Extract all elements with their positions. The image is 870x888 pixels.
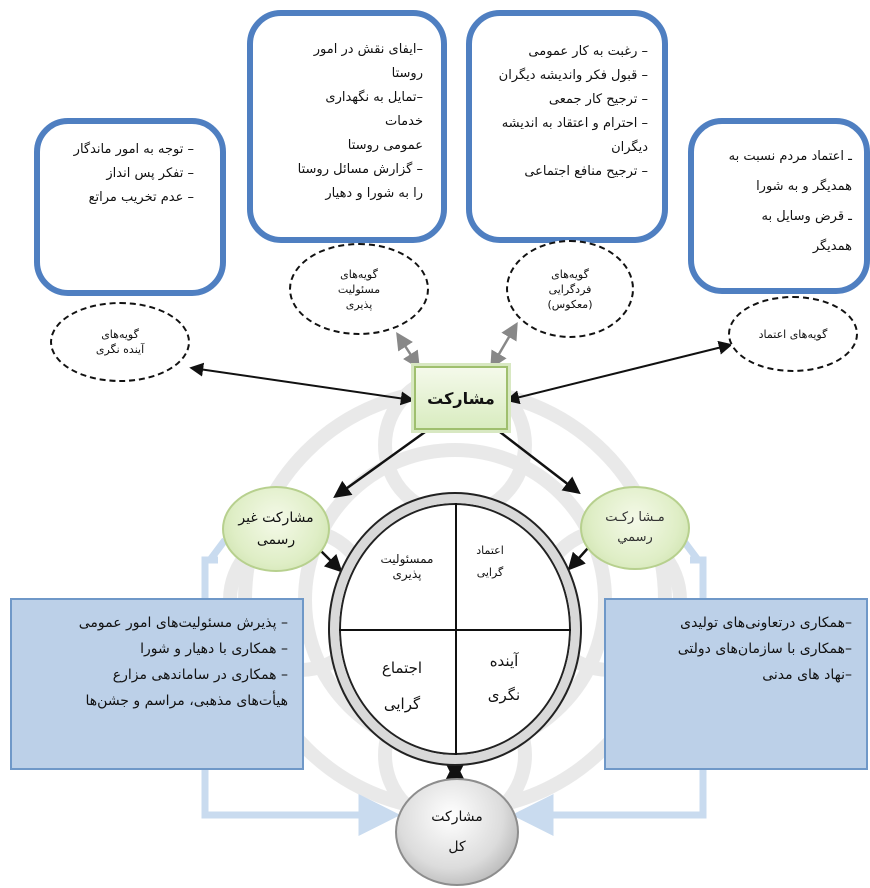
horizontal-divider	[339, 629, 571, 631]
responsibility-items-box: –ایفای نقش در امور روستا –تمایل به نگهدا…	[247, 10, 447, 243]
quadrant-sociality: اجتماع گرایی	[381, 659, 423, 713]
trust-items-box: ـ اعتماد مردم نسبت به همدیگر و به شورا ـ…	[688, 118, 870, 294]
quadrant-trust: اعتماد گرایی	[476, 544, 504, 579]
informal-activities-panel: – پذیرش مسئولیت‌های امور عمومی – همکاری …	[10, 598, 304, 770]
future-items-text: – توجه به امور ماندگار – تفکر پس انداز –…	[73, 142, 194, 205]
trust-ellipse-label: گویه‌های اعتماد	[758, 327, 828, 341]
future-items-ellipse: گویه‌های آینده نگری	[50, 302, 190, 382]
individualism-items-ellipse: گویه‌های فردگرایی (معکوس)	[506, 240, 634, 338]
future-items-box: – توجه به امور ماندگار – تفکر پس انداز –…	[34, 118, 226, 296]
future-ellipse-label: گویه‌های آینده نگری	[95, 328, 145, 356]
individualism-items-text: – رغبت به کار عمومی – قبول فکر واندیشه د…	[498, 44, 648, 179]
informal-participation-node: مشارکت غیر رسمی	[222, 486, 330, 572]
quadrant-future: آینده نگری	[487, 652, 521, 704]
participation-label: مشارکت	[427, 388, 495, 408]
informal-participation-label: مشارکت غیر رسمی	[238, 510, 314, 548]
total-participation-node: مشارکت کل	[395, 778, 519, 886]
responsibility-items-text: –ایفای نقش در امور روستا –تمایل به نگهدا…	[297, 42, 423, 201]
responsibility-items-ellipse: گویه‌های مسئولیت پذیری	[289, 243, 429, 335]
trust-items-ellipse: گویه‌های اعتماد	[728, 296, 858, 372]
participation-node: مشارکت	[414, 366, 508, 430]
individualism-ellipse-label: گویه‌های فردگرایی (معکوس)	[547, 267, 593, 311]
quadrant-responsibility: ممسئولیت پذیری	[380, 552, 434, 581]
formal-activities-panel: –همکاری درتعاونی‌های تولیدی –همکاری با س…	[604, 598, 868, 770]
responsibility-ellipse-label: گویه‌های مسئولیت پذیری	[337, 267, 381, 311]
total-participation-label: مشارکت کل	[431, 809, 483, 855]
individualism-items-box: – رغبت به کار عمومی – قبول فکر واندیشه د…	[466, 10, 668, 243]
formal-participation-node: مـشا رکـت رسمي	[580, 486, 690, 570]
components-circle	[330, 494, 580, 764]
formal-participation-label: مـشا رکـت رسمي	[605, 510, 665, 545]
trust-items-text: ـ اعتماد مردم نسبت به همدیگر و به شورا ـ…	[728, 149, 852, 254]
